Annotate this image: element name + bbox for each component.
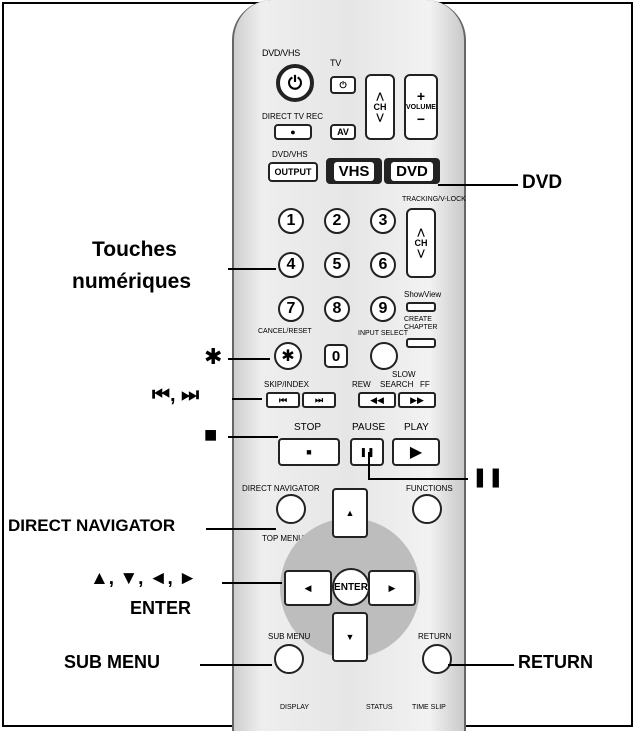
functions-button[interactable] (412, 494, 442, 524)
pause-button[interactable]: ❚❚ (350, 438, 384, 466)
slow-label: SLOW (392, 370, 416, 379)
volume-label: VOLUME (406, 103, 436, 111)
leader-arrows (222, 582, 282, 584)
functions-label: FUNCTIONS (406, 484, 453, 493)
pause-label: PAUSE (352, 422, 386, 433)
leader-numeric (228, 268, 276, 270)
skip-back-button[interactable]: ⏮ (266, 392, 300, 408)
stop-label: STOP (294, 422, 322, 433)
power-button[interactable]: ⏻ (276, 64, 314, 102)
callout-dvd: DVD (522, 172, 563, 193)
search-label: SEARCH (380, 380, 414, 389)
leader-pause (368, 478, 468, 480)
right-button[interactable]: ▶ (368, 570, 416, 606)
callout-numeric-line-2: numériques (72, 270, 192, 293)
digit-1-button[interactable]: 1 (278, 208, 304, 234)
top-menu-label: TOP MENU (262, 534, 304, 543)
leader-dvd (438, 184, 518, 186)
digit-2-button[interactable]: 2 (324, 208, 350, 234)
digit-8-button[interactable]: 8 (324, 296, 350, 322)
input-select-label: INPUT SELECT (358, 330, 409, 337)
tv-power-button[interactable]: ⏻ (330, 76, 356, 94)
tv-label: TV (330, 58, 341, 68)
remote-control: DVD/VHS ⏻ TV ⏻ ⋀CH⋁ +VOLUME− DIRECT TV R… (232, 0, 466, 731)
up-button[interactable]: ▲ (332, 488, 368, 538)
callout-arrows: ▲, ▼, ◄, ► (90, 568, 197, 589)
left-button[interactable]: ◀ (284, 570, 332, 606)
dvd-label: DVD (391, 161, 433, 181)
digit-3-button[interactable]: 3 (370, 208, 396, 234)
status-label: STATUS (366, 704, 393, 711)
direct-tv-rec-label: DIRECT TV REC (262, 112, 324, 121)
return-label: RETURN (418, 632, 452, 641)
tracking-ch-label: CH (414, 238, 428, 248)
output-button[interactable]: OUTPUT (268, 162, 318, 182)
create-chapter-button[interactable] (406, 338, 436, 348)
digit-5-button[interactable]: 5 (324, 252, 350, 278)
digit-7-button[interactable]: 7 (278, 296, 304, 322)
av-button[interactable]: AV (330, 124, 356, 140)
down-button[interactable]: ▼ (332, 612, 368, 662)
rew-button[interactable]: ◀◀ (358, 392, 396, 408)
direct-navigator-button[interactable] (276, 494, 306, 524)
sub-menu-button[interactable] (274, 644, 304, 674)
leader-direct-navigator (206, 528, 276, 530)
enter-button[interactable]: ENTER (332, 568, 370, 606)
tracking-label: TRACKING/V-LOCK (402, 196, 466, 203)
play-label: PLAY (404, 422, 429, 433)
rew-label: REW (352, 380, 371, 389)
leader-skip (232, 398, 262, 400)
tracking-ch-rocker[interactable]: ⋀CH⋁ (406, 208, 436, 278)
callout-sub-menu: SUB MENU (64, 652, 161, 672)
callout-star: ✱ (204, 344, 223, 369)
direct-navigator-label: DIRECT NAVIGATOR (242, 484, 320, 493)
digit-0-button[interactable]: 0 (324, 344, 348, 368)
skip-forward-button[interactable]: ⏭ (302, 392, 336, 408)
callout-pause: ❚❚ (472, 467, 504, 488)
callout-skip: ⏮, ⏭ (152, 384, 200, 406)
digit-4-button[interactable]: 4 (278, 252, 304, 278)
leader-sub-menu (200, 664, 272, 666)
callout-numeric-line-1: Touches (92, 238, 177, 261)
sub-menu-label: SUB MENU (268, 632, 311, 641)
time-slip-label: TIME SLIP (412, 704, 446, 711)
stop-button[interactable]: ■ (278, 438, 340, 466)
play-button[interactable]: ▶ (392, 438, 440, 466)
vhs-button[interactable]: VHS (326, 158, 382, 184)
showview-button[interactable] (406, 302, 436, 312)
direct-tv-rec-button[interactable]: ● (274, 124, 312, 140)
digit-9-button[interactable]: 9 (370, 296, 396, 322)
volume-rocker[interactable]: +VOLUME− (404, 74, 438, 140)
power-label: DVD/VHS (262, 48, 300, 58)
leader-stop (228, 436, 278, 438)
create-chapter-label: CREATE CHAPTER (404, 316, 438, 331)
cancel-reset-label: CANCEL/RESET (258, 328, 312, 335)
ch-rocker[interactable]: ⋀CH⋁ (365, 74, 395, 140)
return-button[interactable] (422, 644, 452, 674)
ff-button[interactable]: ▶▶ (398, 392, 436, 408)
output-group-label: DVD/VHS (272, 150, 308, 159)
dvd-button[interactable]: DVD (384, 158, 440, 184)
leader-return (448, 664, 514, 666)
vhs-label: VHS (333, 161, 375, 181)
showview-label: ShowView (404, 290, 442, 299)
callout-stop: ■ (204, 422, 218, 447)
cancel-reset-button[interactable]: ✱ (274, 342, 302, 370)
display-label: DISPLAY (280, 704, 310, 711)
ch-label: CH (373, 102, 387, 112)
callout-return: RETURN (518, 652, 593, 672)
callout-direct-navigator: DIRECT NAVIGATOR (8, 516, 176, 535)
callout-enter: ENTER (130, 598, 192, 618)
leader-pause-vertical (368, 452, 370, 480)
digit-6-button[interactable]: 6 (370, 252, 396, 278)
ff-label: FF (420, 380, 430, 389)
input-select-button[interactable] (370, 342, 398, 370)
leader-star (228, 358, 270, 360)
skip-index-label: SKIP/INDEX (264, 380, 309, 389)
